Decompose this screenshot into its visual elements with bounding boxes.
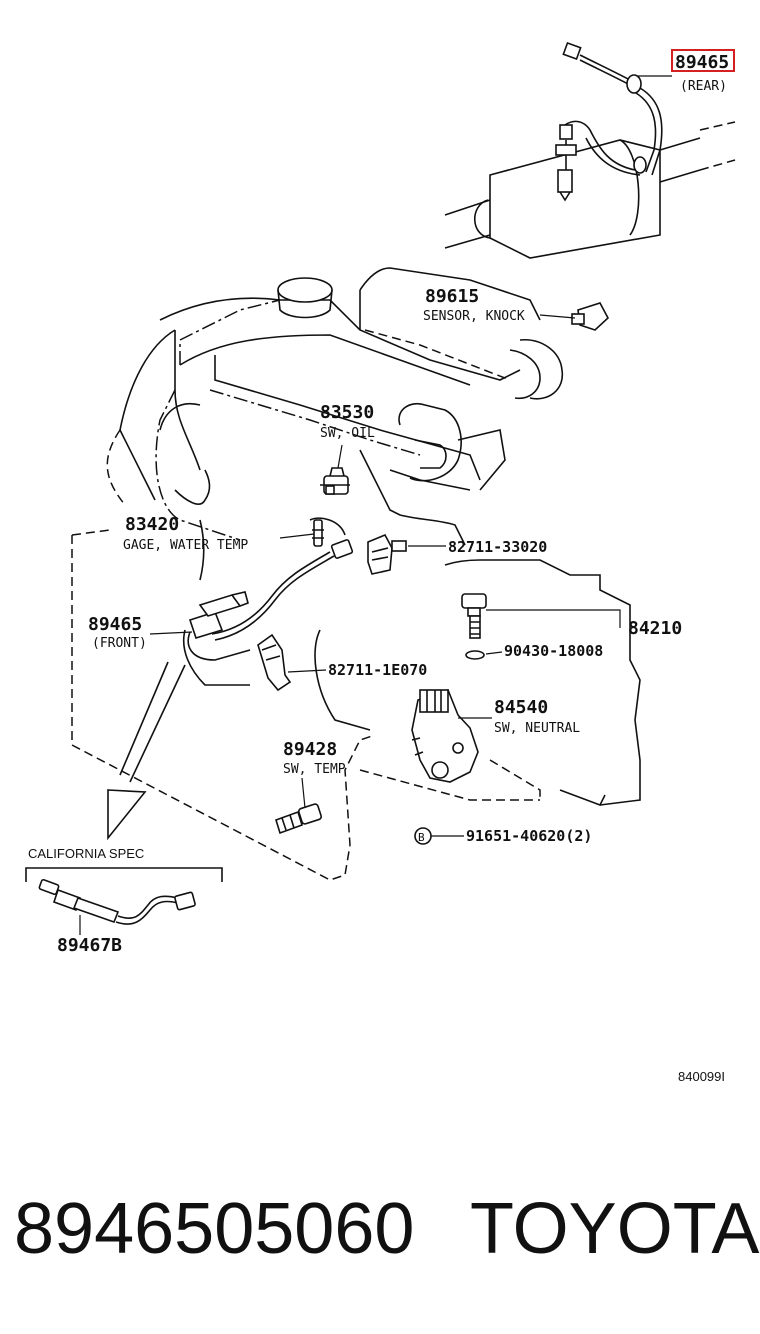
- knock-sensor-description: SENSOR, KNOCK: [423, 309, 525, 324]
- clip-33020-drawing: [367, 533, 407, 575]
- temp-switch-drawing: [275, 803, 323, 835]
- rear-sensor-highlight-box: [671, 49, 735, 72]
- temp-switch-description: SW, TEMP: [283, 762, 346, 777]
- water-temp-gauge-description: GAGE, WATER TEMP: [123, 538, 248, 553]
- neutral-switch-description: SW, NEUTRAL: [494, 721, 580, 736]
- clip-part-number-1: 82711-33020: [448, 538, 547, 556]
- oil-switch-part-number: 83530: [320, 402, 374, 423]
- california-arrow: [107, 661, 186, 841]
- california-sensor-drawing: [38, 878, 196, 925]
- water-temp-gauge-part-number: 83420: [125, 514, 179, 535]
- gasket-part-number: 90430-18008: [504, 642, 603, 660]
- clip-part-number-2: 82711-1E070: [328, 661, 427, 679]
- knock-sensor-drawing: [571, 302, 609, 331]
- bolt-marker-letter: B: [418, 831, 425, 844]
- clip-1e070-drawing: [257, 633, 292, 692]
- bolt-part-number: 91651-40620(2): [466, 827, 592, 845]
- water-temp-sender-drawing: [312, 519, 324, 547]
- rear-sensor-part-number: 89465: [675, 52, 729, 73]
- footer-part-number: 8946505060: [14, 1189, 415, 1269]
- california-bracket: [25, 867, 223, 882]
- exhaust-pipe-drawing: [444, 121, 736, 259]
- front-sensor-part-number: 89465: [88, 614, 142, 635]
- sender-part-number: 84210: [628, 618, 682, 639]
- knock-sensor-part-number: 89615: [425, 286, 479, 307]
- neutral-switch-drawing: [411, 689, 479, 783]
- temp-switch-part-number: 89428: [283, 739, 337, 760]
- front-oxygen-sensor-drawing: [187, 539, 354, 661]
- footer-brand: TOYOTA: [470, 1189, 760, 1269]
- california-sensor-part-number: 89467B: [57, 935, 122, 956]
- rear-sensor-description: (REAR): [680, 79, 727, 94]
- diagram-reference-code: 840099I: [678, 1069, 725, 1084]
- front-sensor-description: (FRONT): [92, 636, 147, 651]
- california-spec-label: CALIFORNIA SPEC: [28, 846, 144, 861]
- neutral-switch-part-number: 84540: [494, 697, 548, 718]
- rear-oxygen-sensor-drawing: [555, 41, 663, 202]
- oil-switch-description: SW, OIL: [320, 426, 375, 441]
- oil-switch-drawing: [320, 467, 350, 495]
- engine-block-drawing: [119, 267, 641, 807]
- sender-84210-drawing: [461, 593, 487, 660]
